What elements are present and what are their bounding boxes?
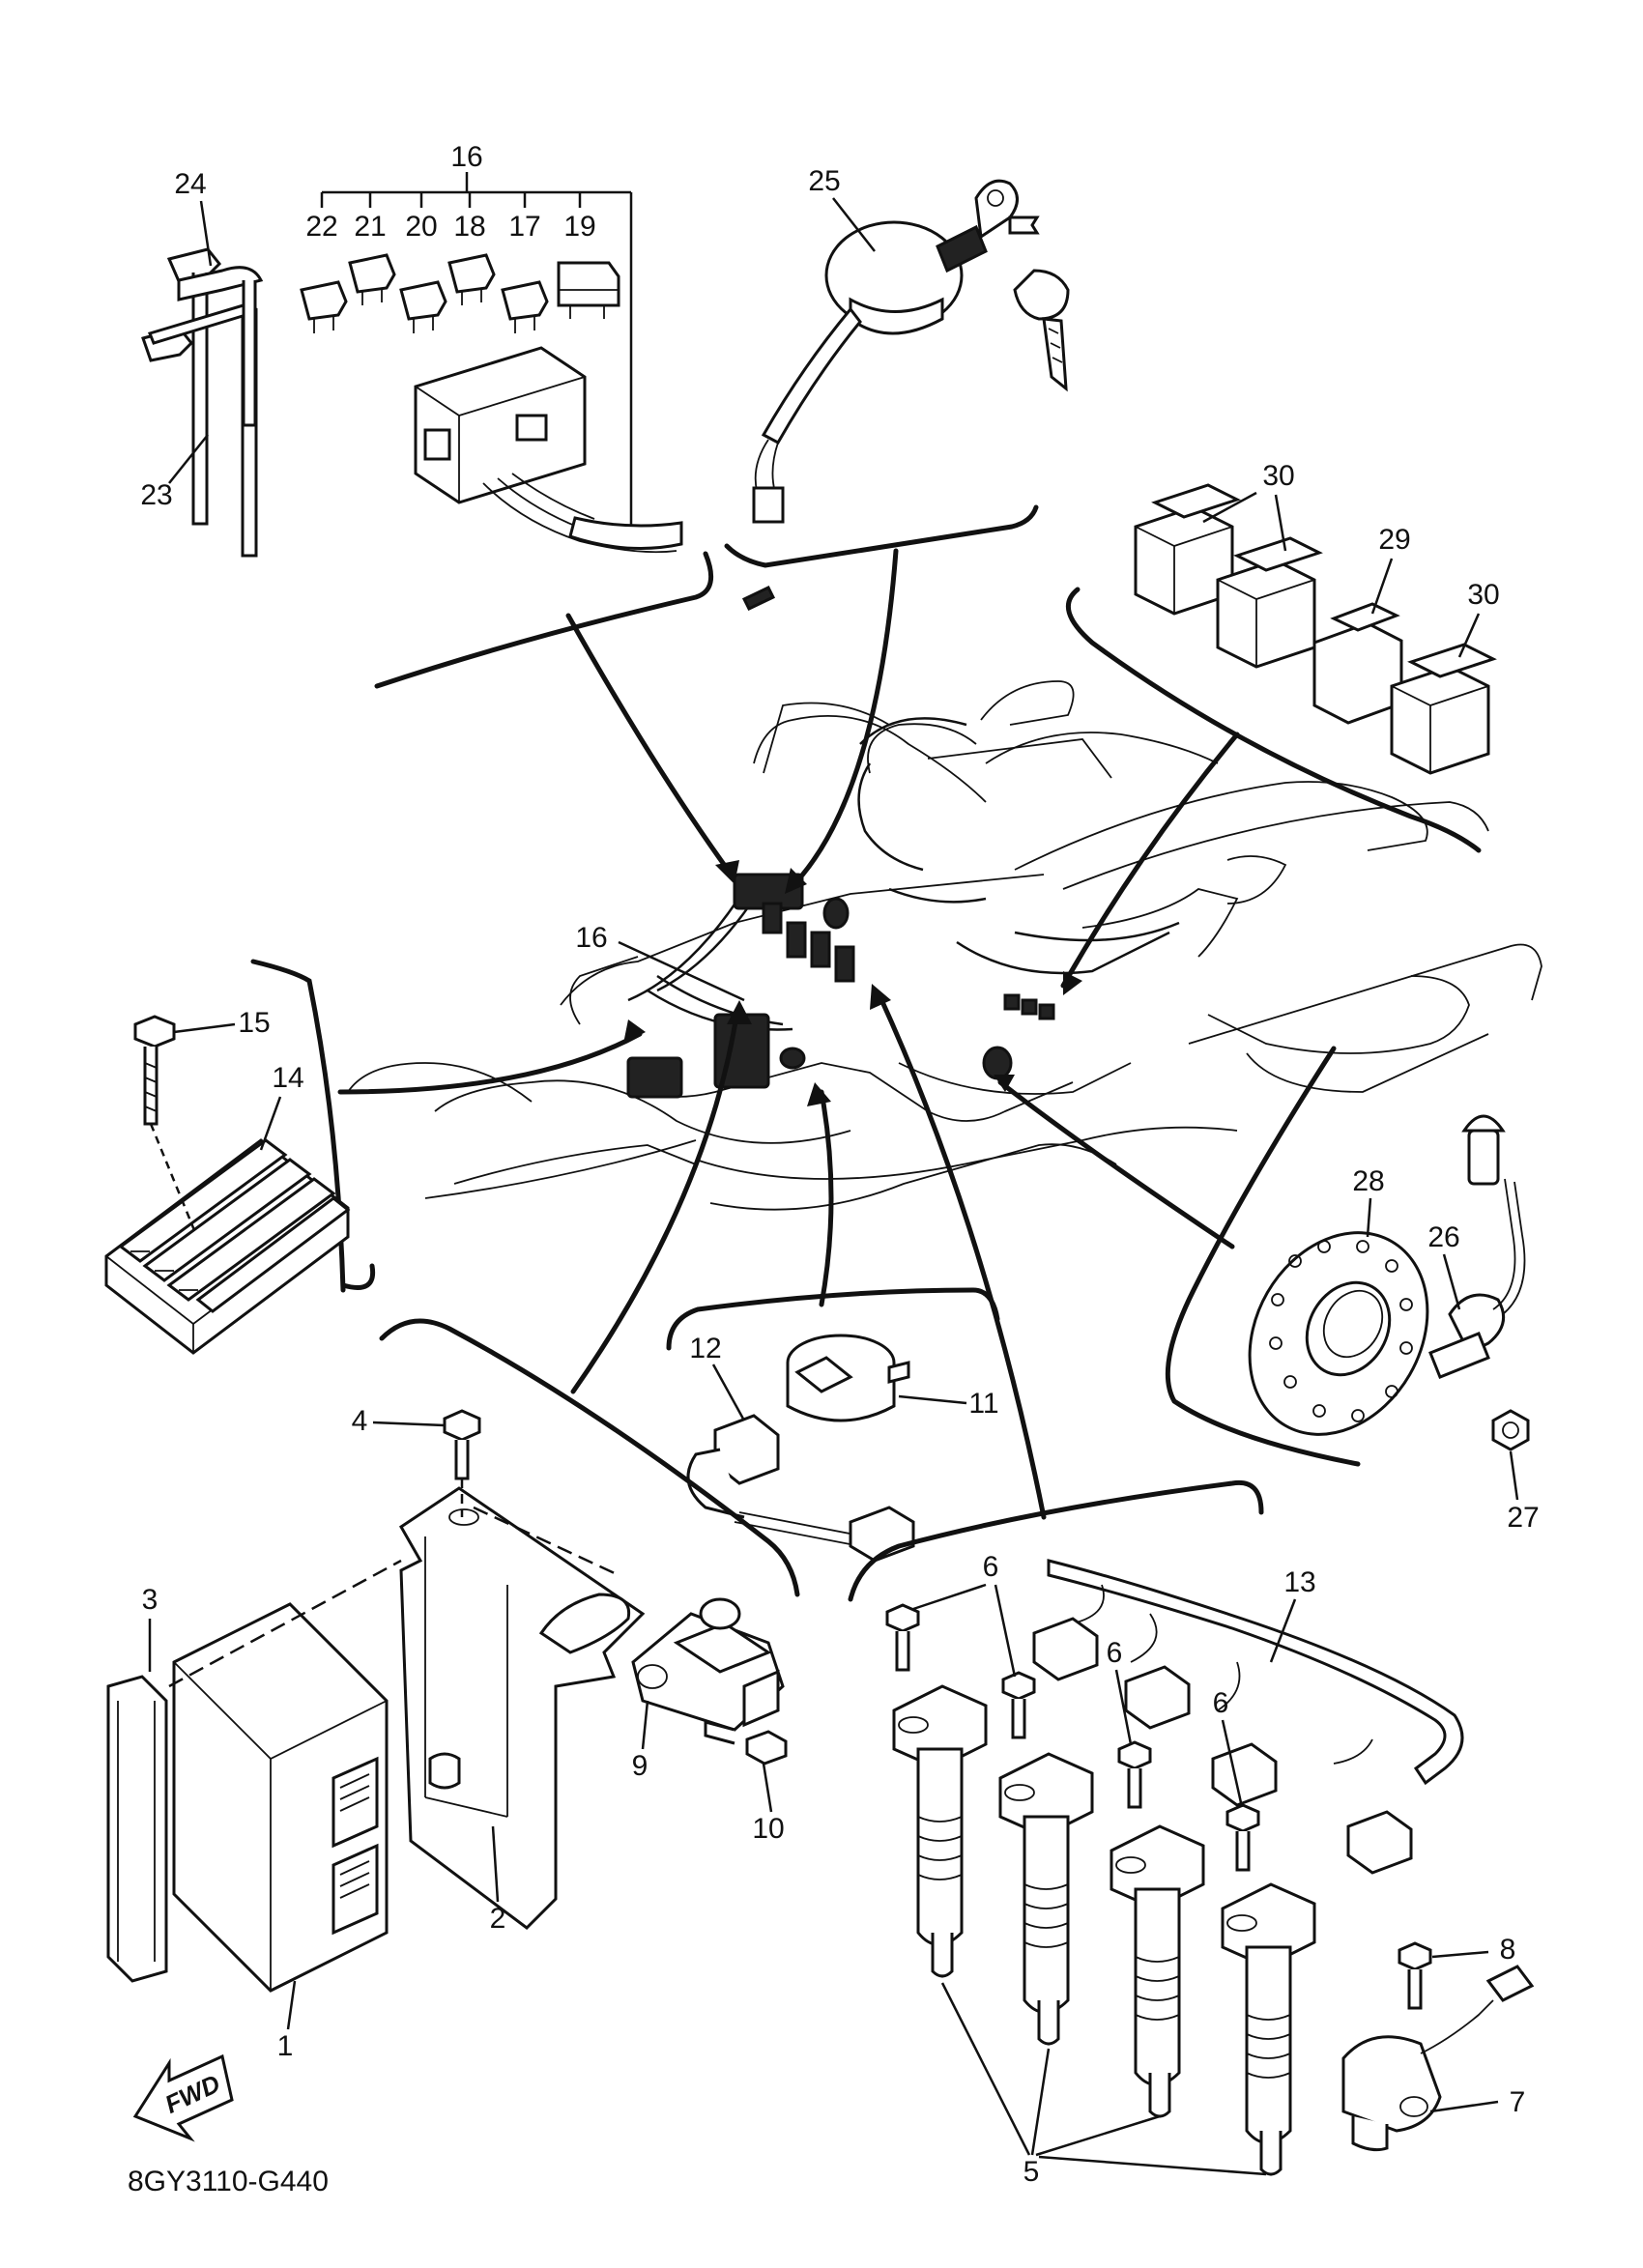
pointer-arrows: [337, 548, 1240, 1520]
callout-2: 2: [490, 1903, 506, 1935]
pickup-coil-group: 28 26 27: [1165, 1046, 1540, 1534]
ignition-coil-block-1: [762, 902, 783, 934]
callout-4: 4: [352, 1405, 368, 1437]
callout-3: 3: [142, 1584, 159, 1616]
callout-16-top: 16: [450, 141, 482, 173]
cable-tie-group: 24 23: [140, 168, 264, 558]
callout-10: 10: [752, 1813, 784, 1845]
relay-on-vehicle: [822, 897, 850, 930]
ignition-coil-group: 6 13 6 6 8 7 5: [848, 1479, 1535, 2188]
nut-27: [1491, 1409, 1530, 1451]
pickup-coil-26: [1428, 1114, 1526, 1379]
callout-11: 11: [968, 1388, 998, 1420]
callout-6-b: 6: [1107, 1637, 1123, 1669]
callout-18: 18: [453, 211, 485, 243]
callout-29: 29: [1378, 524, 1410, 556]
callout-23: 23: [140, 479, 172, 511]
callout-12: 12: [689, 1333, 721, 1364]
regulator-on-vehicle: [626, 1056, 683, 1099]
ignition-coil-block-3: [810, 931, 831, 968]
callout-1: 1: [277, 2030, 294, 2062]
rotor-28: [1248, 1231, 1429, 1436]
callout-22: 22: [305, 211, 337, 243]
callout-28: 28: [1352, 1165, 1384, 1197]
fuse-17: [501, 280, 549, 333]
relay-group: 30 29 30: [1066, 460, 1500, 853]
callout-26: 26: [1427, 1221, 1459, 1253]
callout-27: 27: [1507, 1502, 1539, 1534]
callout-30-a: 30: [1262, 460, 1294, 492]
callout-9: 9: [632, 1750, 649, 1782]
rectifier-regulator-group: 15 14: [104, 959, 376, 1355]
callout-16-mid: 16: [575, 922, 607, 954]
fuse-19: [557, 261, 620, 319]
relay-29: [1312, 602, 1403, 725]
fwd-arrow-icon: [132, 2053, 234, 2142]
callout-13: 13: [1283, 1566, 1315, 1598]
ignition-coil-3: [1110, 1824, 1205, 2118]
callout-14: 14: [272, 1062, 303, 1094]
relay-block-2: [1021, 998, 1038, 1016]
ignition-coil-2: [998, 1752, 1094, 2046]
sensor-11: [786, 1334, 910, 1422]
fuse-box: [414, 346, 683, 554]
callout-6-a: 6: [983, 1551, 999, 1583]
fuse-21: [348, 253, 396, 305]
sensor-on-vehicle: [779, 1047, 806, 1070]
fuse-22: [300, 280, 348, 333]
callout-15: 15: [238, 1007, 270, 1039]
vehicle-outline: 16: [347, 586, 1542, 1211]
callout-19: 19: [563, 211, 595, 243]
main-switch-group: 25: [724, 165, 1070, 568]
ignition-coil-1: [892, 1684, 988, 1978]
callout-25: 25: [808, 165, 840, 197]
fuse-18: [447, 253, 496, 305]
relay-block-1: [1003, 993, 1021, 1011]
callout-24: 24: [174, 168, 206, 200]
callout-17: 17: [508, 211, 540, 243]
pickup-on-vehicle: [982, 1046, 1013, 1080]
relay-30-c: [1390, 643, 1497, 775]
callout-21: 21: [354, 211, 386, 243]
callout-5: 5: [1023, 2156, 1040, 2188]
temperature-sensor-group: 12 11: [666, 1287, 1000, 1563]
ignition-coil-block-4: [834, 945, 855, 983]
forward-direction-indicator: FWD: [132, 2053, 234, 2142]
callout-7: 7: [1510, 2086, 1526, 2118]
callout-30-b: 30: [1467, 579, 1499, 611]
fuse-20: [399, 280, 447, 333]
diagram-code: 8GY3110-G440: [128, 2166, 329, 2197]
callout-20: 20: [405, 211, 437, 243]
ignition-coil-block-2: [786, 921, 807, 959]
relay-block-3: [1038, 1003, 1055, 1020]
ecu-group: 4 3 9 10 2 1: [106, 1318, 800, 2062]
callout-8: 8: [1500, 1934, 1516, 1966]
fuse-box-group: 16 22 21 20 18 17 19: [300, 141, 714, 689]
callout-6-c: 6: [1213, 1687, 1229, 1719]
ignition-coil-4: [1221, 1882, 1316, 2176]
connector-12: [686, 1414, 915, 1563]
